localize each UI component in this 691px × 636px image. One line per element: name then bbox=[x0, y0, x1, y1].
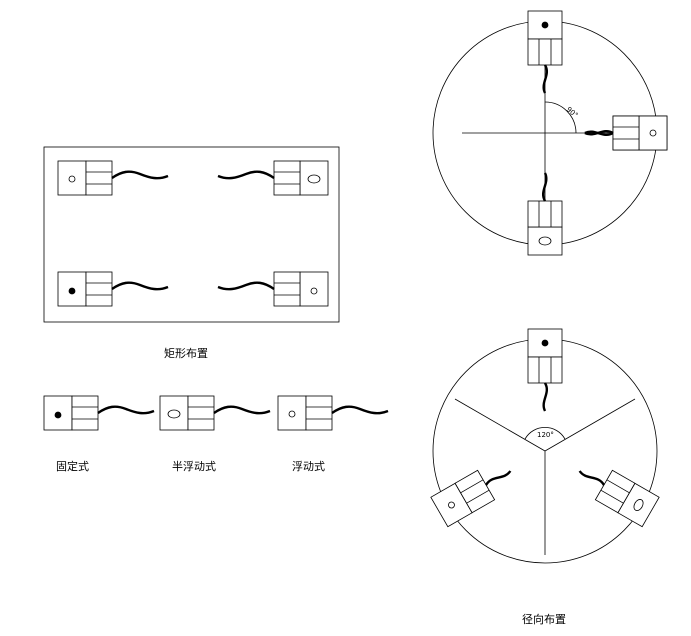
label-semi-floating: 半浮动式 bbox=[172, 460, 216, 473]
label-rect-layout: 矩形布置 bbox=[164, 347, 208, 360]
rect-cell-top-left bbox=[57, 160, 170, 196]
radial-four-group: 90° bbox=[432, 10, 668, 256]
label-floating: 浮动式 bbox=[292, 460, 325, 473]
label-radial-layout: 径向布置 bbox=[522, 613, 566, 626]
radial3-cell-upper-right bbox=[430, 469, 512, 528]
rect-cell-top-right bbox=[216, 160, 329, 196]
angle-label-120: 120° bbox=[537, 431, 554, 439]
legend-fixed-cell bbox=[43, 395, 156, 431]
legend-floating-cell bbox=[277, 395, 390, 431]
label-fixed: 固定式 bbox=[56, 460, 89, 473]
radial3-cell-upper-left bbox=[578, 469, 660, 528]
radial-three-group: 120° bbox=[430, 328, 660, 564]
angle-label-90: 90° bbox=[565, 105, 580, 119]
radial3-cell-bottom bbox=[527, 328, 563, 412]
radial4-cell-top bbox=[527, 172, 563, 256]
radial4-cell-bottom bbox=[527, 10, 563, 94]
rect-cell-bottom-left bbox=[57, 271, 170, 307]
rect-layout-frame bbox=[43, 146, 340, 323]
radial4-cell-left bbox=[584, 115, 668, 151]
legend-semi-floating-cell bbox=[159, 395, 272, 431]
rect-cell-bottom-right bbox=[216, 271, 329, 307]
